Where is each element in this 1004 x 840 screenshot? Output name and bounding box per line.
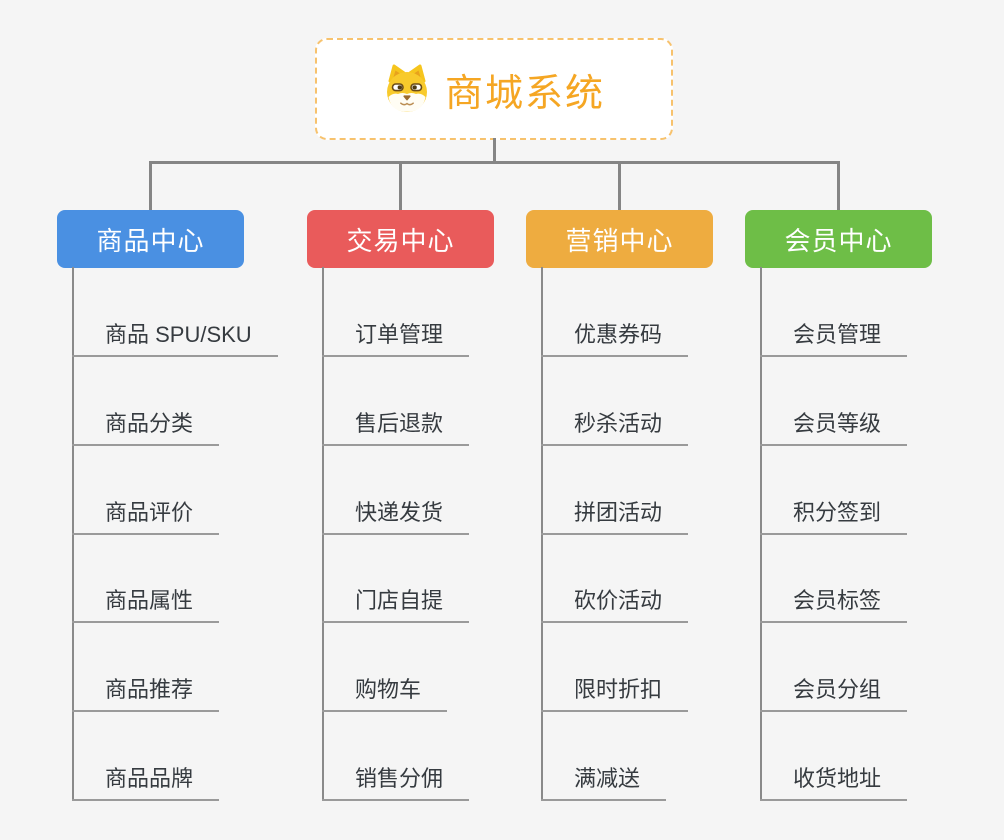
leaf-node[interactable]: 会员等级	[760, 408, 908, 446]
branch-node-member-center[interactable]: 会员中心	[745, 210, 932, 268]
connector-drop-member-center	[837, 161, 840, 210]
connector-root-stem	[492, 138, 496, 164]
leaf-node[interactable]: 会员分组	[760, 674, 908, 713]
connector-drop-product-center	[149, 161, 152, 210]
leaf-node[interactable]: 商品品牌	[72, 763, 220, 801]
connector-drop-marketing-center	[618, 161, 621, 210]
leaf-node[interactable]: 砍价活动	[541, 585, 689, 624]
leaf-node[interactable]: 购物车	[322, 674, 448, 713]
leaf-node[interactable]: 商品属性	[72, 585, 220, 624]
root-node[interactable]: 商城系统	[315, 38, 673, 140]
connector-bus	[149, 161, 840, 164]
leaf-node[interactable]: 订单管理	[322, 319, 470, 357]
leaf-node[interactable]: 商品 SPU/SKU	[72, 319, 278, 357]
leaf-node[interactable]: 会员标签	[760, 585, 908, 624]
leaf-node[interactable]: 商品推荐	[72, 674, 220, 713]
shiba-dog-icon	[383, 64, 431, 114]
leaf-node[interactable]: 秒杀活动	[541, 408, 689, 446]
leaf-node[interactable]: 商品分类	[72, 408, 220, 446]
branch-node-trade-center[interactable]: 交易中心	[307, 210, 494, 268]
leaf-node[interactable]: 满减送	[541, 763, 667, 801]
branch-node-marketing-center[interactable]: 营销中心	[526, 210, 713, 268]
leaf-node[interactable]: 会员管理	[760, 319, 908, 357]
leaf-node[interactable]: 快递发货	[322, 497, 470, 535]
branch-label: 会员中心	[784, 225, 893, 256]
branch-label: 营销中心	[565, 225, 674, 256]
leaf-node[interactable]: 门店自提	[322, 585, 470, 624]
leaf-node[interactable]: 拼团活动	[541, 497, 689, 535]
branch-label: 交易中心	[346, 225, 455, 256]
root-title: 商城系统	[444, 72, 605, 115]
leaf-node[interactable]: 优惠券码	[541, 319, 689, 357]
leaf-node[interactable]: 收货地址	[760, 763, 908, 801]
leaf-node[interactable]: 积分签到	[760, 497, 908, 535]
branch-node-product-center[interactable]: 商品中心	[57, 210, 244, 268]
leaf-node[interactable]: 售后退款	[322, 408, 470, 446]
leaf-node[interactable]: 销售分佣	[322, 763, 470, 801]
leaf-node[interactable]: 限时折扣	[541, 674, 689, 713]
branch-label: 商品中心	[96, 225, 205, 256]
connector-drop-trade-center	[399, 161, 402, 210]
leaf-node[interactable]: 商品评价	[72, 497, 220, 535]
